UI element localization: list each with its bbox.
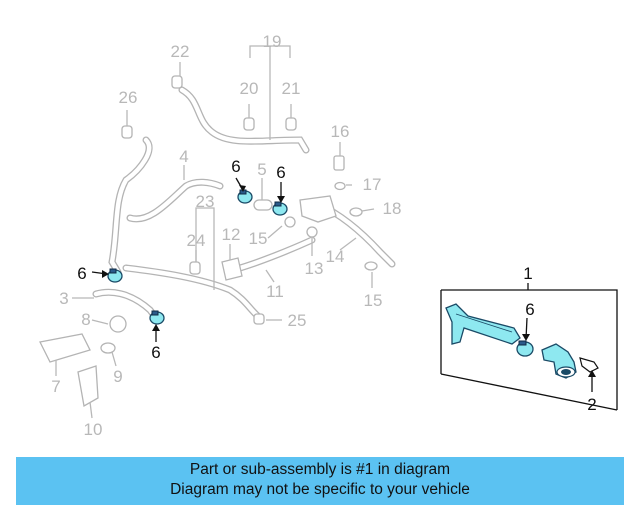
- highlight-leaders: [91, 177, 285, 342]
- banner-line-1: Part or sub-assembly is #1 in diagram: [189, 461, 451, 478]
- info-banner: Part or sub-assembly is #1 in diagram Di…: [16, 457, 624, 505]
- callout-2: 2: [587, 395, 596, 414]
- callout-6-e: 6: [525, 300, 534, 319]
- highlight-callouts: 6 6 6 6: [77, 157, 285, 362]
- callout-21: 21: [282, 79, 301, 98]
- callout-15-a: 15: [249, 229, 268, 248]
- callout-25: 25: [288, 311, 307, 330]
- banner-line-2: Diagram may not be specific to your vehi…: [170, 481, 470, 498]
- callout-1: 1: [523, 264, 532, 283]
- callout-10: 10: [84, 420, 103, 439]
- callout-23: 23: [196, 192, 215, 211]
- callout-15-b: 15: [364, 291, 383, 310]
- callout-22: 22: [171, 42, 190, 61]
- callout-3: 3: [59, 289, 68, 308]
- assembly-elbow-hose: [541, 343, 577, 379]
- assembly-inset[interactable]: 1 6 2: [440, 264, 618, 414]
- callout-5: 5: [257, 160, 266, 179]
- clamp-6-upper-left[interactable]: [237, 189, 253, 204]
- callout-17: 17: [363, 175, 382, 194]
- callout-6-d: 6: [151, 343, 160, 362]
- callout-16: 16: [331, 122, 350, 141]
- callout-26: 26: [119, 88, 138, 107]
- gray-callouts: 22 19 20 21 26 16 4 5 17 18 23 24 12 15 …: [51, 32, 401, 439]
- assembly-clamp-6[interactable]: [516, 340, 534, 357]
- highlighted-clamps: [107, 189, 288, 325]
- callout-24: 24: [187, 231, 206, 250]
- callout-4: 4: [179, 147, 188, 166]
- callout-20: 20: [240, 79, 259, 98]
- callout-19: 19: [263, 32, 282, 51]
- callout-7: 7: [51, 377, 60, 396]
- clamp-6-lower[interactable]: [149, 310, 165, 325]
- gray-leaders: [55, 45, 375, 419]
- callout-14: 14: [326, 247, 345, 266]
- parts-diagram: 22 19 20 21 26 16 4 5 17 18 23 24 12 15 …: [39, 32, 618, 439]
- callout-11: 11: [266, 282, 284, 301]
- callout-13: 13: [305, 259, 324, 278]
- callout-18: 18: [383, 199, 402, 218]
- callout-9: 9: [113, 367, 122, 386]
- callout-6-a: 6: [231, 157, 240, 176]
- callout-8: 8: [81, 310, 90, 329]
- clamp-6-left[interactable]: [107, 268, 123, 283]
- callout-6-b: 6: [276, 163, 285, 182]
- assembly-clip-2[interactable]: [579, 357, 599, 373]
- callout-12: 12: [222, 225, 241, 244]
- assembly-pipe: [445, 303, 521, 345]
- callout-6-c: 6: [77, 264, 86, 283]
- context-parts: [39, 75, 396, 408]
- clamp-6-upper-right[interactable]: [272, 201, 288, 216]
